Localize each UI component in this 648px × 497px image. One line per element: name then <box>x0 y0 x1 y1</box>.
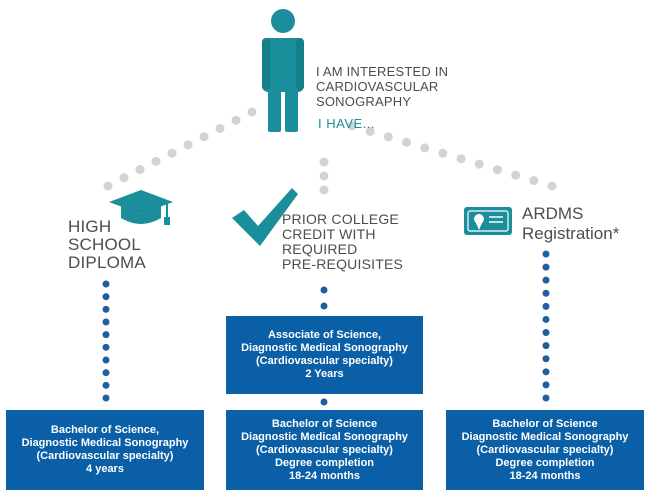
intro-line-1: I AM INTERESTED IN <box>316 64 449 79</box>
blue-dot <box>102 280 110 288</box>
gray-dot <box>402 137 412 147</box>
gray-dot <box>151 156 161 166</box>
blue-dot <box>320 286 328 294</box>
box-line: 2 Years <box>305 368 344 380</box>
intro-line-2: CARDIOVASCULAR <box>316 79 439 94</box>
blue-dot <box>542 342 550 350</box>
blue-dot <box>542 289 550 297</box>
blue-dot <box>102 369 110 377</box>
gray-dot <box>119 173 129 183</box>
blue-dot <box>542 394 550 402</box>
person-icon <box>262 9 304 132</box>
blue-dot <box>320 302 328 310</box>
box-line: (Cardiovascular specialty) <box>256 443 393 456</box>
box-line: Degree completion <box>274 456 375 469</box>
box-line: Diagnostic Medical Sonography <box>241 342 408 354</box>
blue-dot <box>102 293 110 301</box>
gray-dot-connectors <box>103 107 557 195</box>
box-line: (Cardiovascular specialty) <box>476 443 614 456</box>
gray-dot <box>215 123 225 133</box>
gray-dot <box>456 154 466 164</box>
blue-dot <box>320 398 328 406</box>
gray-dot <box>247 107 257 117</box>
box-line: 4 years <box>86 463 124 475</box>
prior-college-label: PRIOR COLLEGE CREDIT WITH REQUIRED PRE-R… <box>282 212 403 272</box>
gray-dot <box>529 176 539 186</box>
blue-dot <box>542 276 550 284</box>
graduation-cap-icon <box>109 190 173 225</box>
blue-dot <box>542 302 550 310</box>
box-line: Associate of Science, <box>267 329 382 341</box>
blue-dot <box>542 329 550 337</box>
i-have-label: I HAVE... <box>318 116 375 131</box>
blue-dot <box>542 250 550 258</box>
certificate-icon <box>464 207 512 235</box>
gray-dot <box>492 165 502 175</box>
gray-dot <box>365 126 375 136</box>
box-line: Bachelor of Science, <box>50 424 160 436</box>
blue-dot <box>102 394 110 402</box>
ardms-line-2: Registration* <box>522 224 620 243</box>
box-line: Bachelor of Science <box>271 417 378 430</box>
ardms-label: ARDMS Registration* <box>522 204 619 244</box>
gray-dot <box>474 159 484 169</box>
high-school-line-2: SCHOOL <box>68 235 141 254</box>
checkmark-icon <box>232 188 298 246</box>
blue-dot <box>542 368 550 376</box>
high-school-line-3: DIPLOMA <box>68 253 146 272</box>
box-line: Bachelor of Science <box>492 417 598 430</box>
gray-dot <box>347 121 357 131</box>
box-line: Diagnostic Medical Sonography <box>241 430 408 443</box>
blue-dot <box>102 331 110 339</box>
high-school-label: HIGH SCHOOL DIPLOMA <box>68 218 146 272</box>
gray-dot <box>199 132 209 142</box>
gray-dot <box>231 115 241 125</box>
box-line: (Cardiovascular specialty) <box>36 450 174 462</box>
blue-dot <box>102 381 110 389</box>
prior-college-associate-box: Associate of Science, Diagnostic Medical… <box>226 316 423 394</box>
gray-dot <box>319 185 329 195</box>
gray-dot <box>383 132 393 142</box>
gray-dot <box>135 165 145 175</box>
prior-college-line-2: CREDIT WITH <box>282 226 376 242</box>
prior-college-line-4: PRE-REQUISITES <box>282 256 404 272</box>
blue-dot <box>542 315 550 323</box>
box-line: Degree completion <box>495 456 595 469</box>
prior-college-line-1: PRIOR COLLEGE <box>282 211 399 227</box>
intro-line-3: SONOGRAPHY <box>316 94 412 109</box>
prior-college-bachelor-box: Bachelor of Science Diagnostic Medical S… <box>226 410 423 490</box>
ardms-bachelor-box: Bachelor of Science Diagnostic Medical S… <box>446 410 644 490</box>
gray-dot <box>167 148 177 158</box>
blue-dot <box>542 263 550 271</box>
gray-dot <box>547 181 557 191</box>
high-school-line-1: HIGH <box>68 217 112 236</box>
blue-dot <box>542 381 550 389</box>
box-line: 18-24 months <box>509 469 581 482</box>
blue-dot <box>102 318 110 326</box>
box-line: Diagnostic Medical Sonography <box>461 430 629 443</box>
blue-dot-connectors <box>102 250 550 406</box>
box-line: 18-24 months <box>289 469 360 482</box>
high-school-bachelor-box: Bachelor of Science, Diagnostic Medical … <box>6 410 204 490</box>
blue-dot <box>102 305 110 313</box>
gray-dot <box>319 171 329 181</box>
blue-dot <box>542 355 550 363</box>
blue-dot <box>102 356 110 364</box>
ardms-line-1: ARDMS <box>522 204 584 223</box>
box-line: (Cardiovascular specialty) <box>256 355 393 367</box>
box-line: Diagnostic Medical Sonography <box>21 437 189 449</box>
gray-dot <box>183 140 193 150</box>
blue-dot <box>102 343 110 351</box>
gray-dot <box>420 143 430 153</box>
gray-dot <box>319 157 329 167</box>
prior-college-line-3: REQUIRED <box>282 241 358 257</box>
gray-dot <box>438 148 448 158</box>
gray-dot <box>103 181 113 191</box>
gray-dot <box>511 170 521 180</box>
